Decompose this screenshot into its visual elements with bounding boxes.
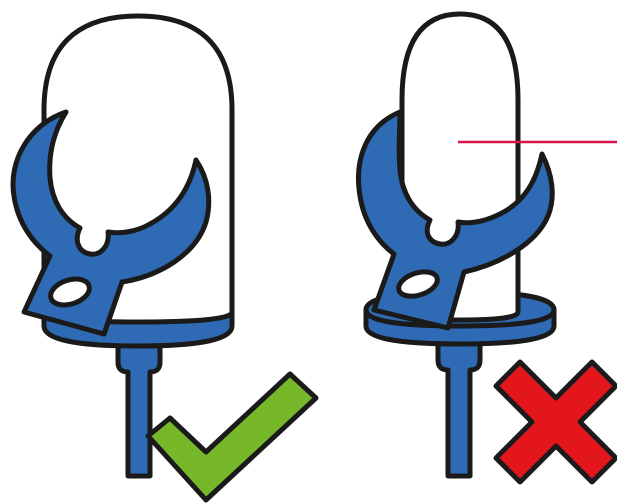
holder-clip-hole-right: [396, 269, 440, 299]
cross-mark-icon: [493, 359, 617, 485]
panel-correct: [10, 13, 319, 503]
led-leads-right: [435, 333, 483, 479]
holder-clip-left: [10, 109, 212, 337]
check-mark-icon: [145, 371, 319, 503]
holder-clip-right: [356, 109, 555, 331]
panel-incorrect: [356, 11, 617, 485]
led-leads-left: [115, 337, 163, 479]
holder-clip-hole-left: [48, 276, 92, 308]
